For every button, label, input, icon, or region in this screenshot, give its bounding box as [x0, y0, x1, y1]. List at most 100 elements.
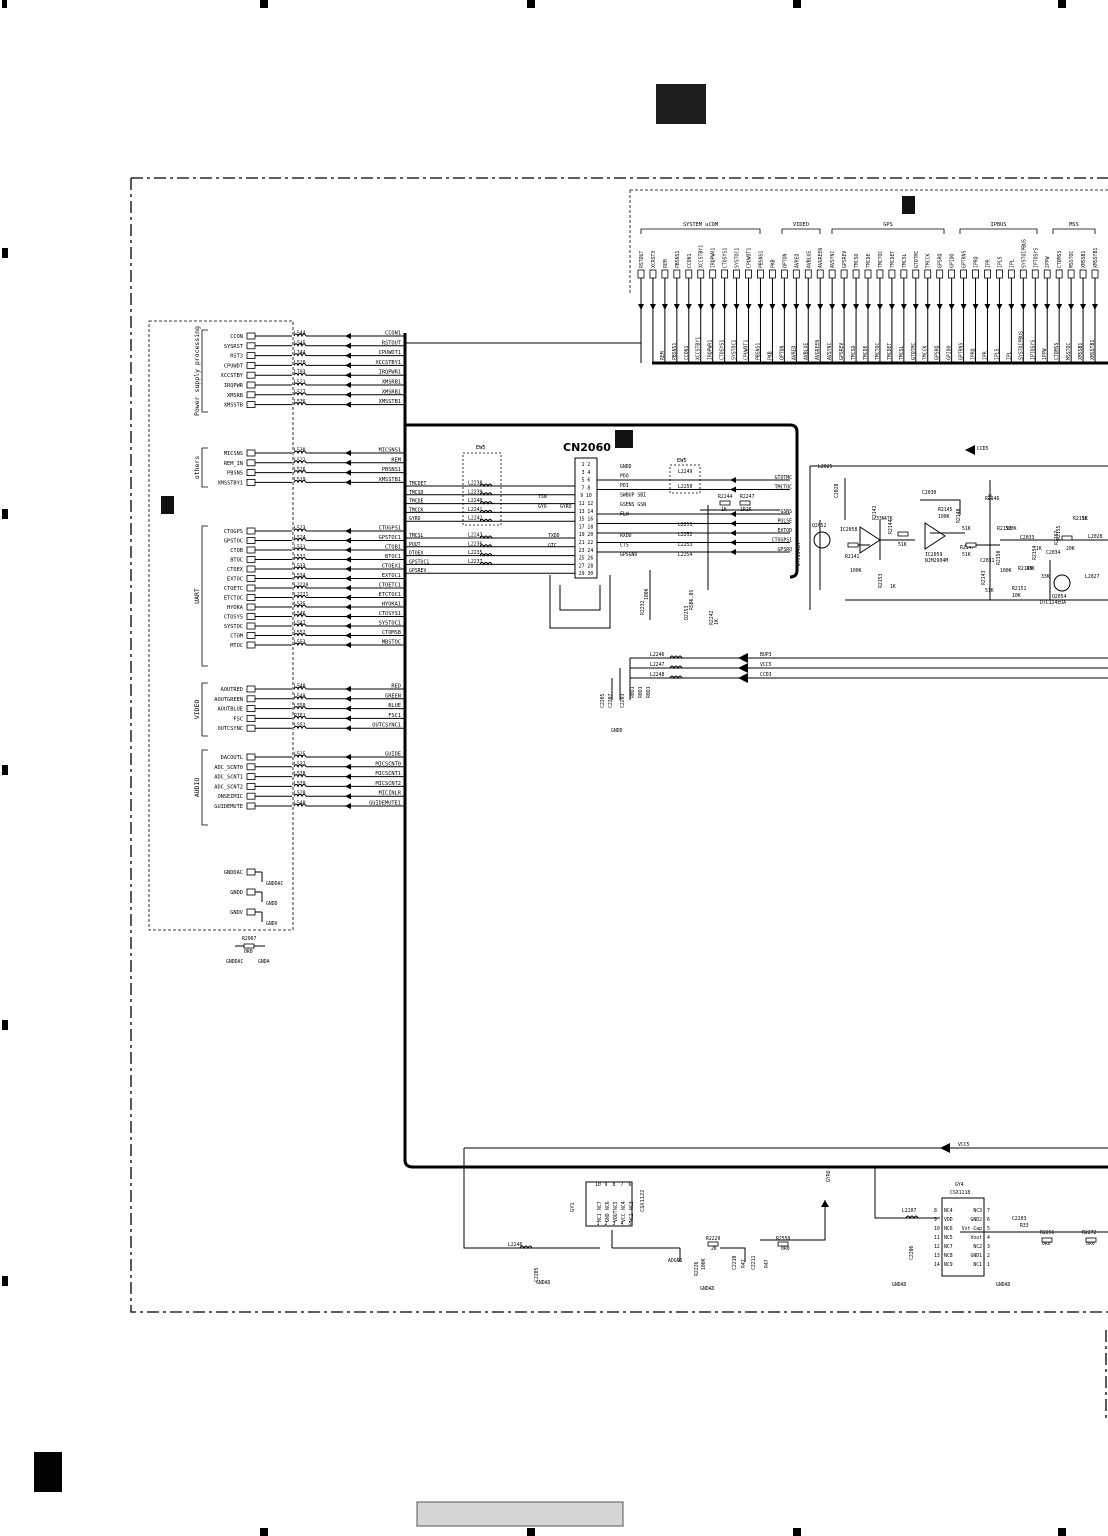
top-net-label: PBSNS1 — [672, 343, 678, 360]
amp-component-label: 1K — [890, 584, 896, 590]
video-signal-arrow — [345, 695, 351, 702]
top-net-label: TMCSD — [851, 345, 857, 360]
top-signal-arrow — [996, 304, 1003, 310]
amp-component-label: R2142 — [872, 505, 878, 520]
uart-pin-box — [246, 565, 256, 573]
ground-pin-box — [246, 888, 256, 896]
cn-pin-number: 27 28 — [579, 563, 594, 569]
top-net-label: IPR — [982, 351, 988, 360]
audio-inductor — [293, 803, 307, 808]
top-pin-box — [864, 269, 872, 279]
top-pin-box — [972, 269, 979, 279]
amp-resistor — [965, 542, 977, 548]
gy1-pin-label: NC2 — [629, 1213, 635, 1222]
others-pin-box — [246, 459, 256, 467]
audio-pin-box — [246, 763, 256, 771]
gy4-left-num: 11 — [934, 1235, 940, 1241]
gy1-inductor — [519, 1245, 533, 1250]
top-pin-box — [733, 269, 740, 279]
video-pin-box — [246, 715, 256, 722]
audio-pin-label: ADC_SCNT1 — [214, 775, 243, 781]
ground-net-label: GNDV — [266, 921, 278, 927]
amp-component-label: 10K — [1012, 593, 1021, 599]
resistor-r2550 — [777, 1241, 789, 1247]
small-component-label: R0D1 — [630, 686, 636, 698]
top-signal-arrow — [912, 304, 919, 310]
top-net-label: CCON1 — [684, 345, 690, 360]
uart-pin-box — [246, 546, 256, 554]
gy4-cap: C2206 — [909, 1245, 915, 1260]
uart-net-label: CTOB1 — [385, 545, 401, 551]
top-signal-arrow — [1068, 304, 1075, 310]
uart-signal-arrow — [345, 632, 351, 639]
top-pin-label: IPL — [1009, 259, 1015, 268]
uart-pin-box — [246, 584, 256, 592]
ground-net-label: GNDDAC — [266, 881, 283, 887]
cn-pin-number: 9 10 — [580, 493, 592, 499]
cn-left-inductor — [479, 553, 493, 557]
top-pin-box — [912, 269, 920, 279]
uart-inductor — [293, 642, 307, 647]
top-signal-arrow — [984, 304, 991, 310]
cn-pin-number: 17 18 — [579, 524, 594, 530]
power-pin-box — [246, 371, 256, 379]
rail-arrow-ccd3 — [738, 673, 748, 683]
top-signal-arrow — [876, 304, 883, 310]
audio-inductor — [293, 793, 307, 798]
cn-block-marker — [615, 430, 633, 448]
amp-component-label: R2151 — [1012, 586, 1027, 592]
small-component-label: 100K — [644, 588, 650, 600]
top-signal-arrow — [1092, 304, 1098, 310]
cn-mid-label: GTC — [548, 543, 557, 549]
uart-pin-label: CTOSYS — [224, 615, 243, 621]
power-signal-arrow — [345, 352, 351, 359]
uart-pin-label: SYSTOC — [224, 624, 243, 630]
uart-pin-box — [246, 594, 256, 601]
gy4-left-num: 10 — [934, 1226, 940, 1232]
top-pin-box — [745, 269, 752, 279]
video-pin-label: FSC — [233, 716, 243, 722]
top-pin-box — [780, 269, 788, 279]
cn-right-arrow — [730, 530, 736, 536]
top-pin-label: GPSREV — [842, 251, 848, 268]
power-rail-label: BUP3 — [760, 652, 772, 658]
top-signal-arrow — [673, 304, 680, 310]
uart-signal-arrow — [345, 623, 351, 629]
cn-right-net-label: EXTOD — [778, 528, 793, 534]
uart-group-label: UART — [193, 588, 201, 604]
amp-component-label: 20K — [1066, 546, 1075, 552]
gy1-coil: L2246 — [508, 1242, 523, 1248]
cn-left-coil-label: L2241 — [468, 507, 483, 513]
uart-pin-label: MTOC — [230, 643, 243, 649]
cn-pin-number: 7 8 — [582, 485, 591, 491]
power-signal-arrow — [345, 333, 351, 339]
top-net-label: TMCDE — [863, 345, 869, 360]
r-pair-v1: 1K — [721, 507, 727, 513]
top-pin-box — [996, 269, 1003, 279]
amp-component-label: C2034 — [1046, 550, 1061, 556]
audio-inductor — [293, 754, 307, 759]
cn-pin-number: 5 6 — [582, 478, 591, 484]
top-signal-arrow — [865, 304, 871, 310]
top-signal-arrow — [900, 304, 907, 310]
sheet-corner-marker — [34, 1452, 62, 1492]
video-net-label: GREEN — [385, 693, 401, 699]
cn-left-net-label: TMCDE — [409, 499, 424, 505]
cn-right-coil-label: L2254 — [678, 552, 693, 558]
top-signal-arrow — [697, 304, 704, 310]
opamp-ic2058 — [859, 526, 881, 554]
video-net-label: FSC1 — [388, 713, 401, 719]
gy4-right-num: 4 — [987, 1235, 990, 1241]
video-coil-label: R761 — [294, 713, 306, 719]
gy4-coil: L2207 — [902, 1208, 917, 1214]
others-group-label: others — [193, 456, 201, 480]
gy4-component-label: GNDAD — [996, 1282, 1011, 1288]
amp-component-label: 51K — [898, 542, 907, 548]
cn2060-body — [574, 457, 598, 579]
video-inductor — [293, 686, 307, 691]
top-pin-box — [888, 269, 896, 279]
rail-arrow-vcc5 — [738, 663, 748, 673]
gyro-component-label: 2K — [711, 1246, 717, 1252]
video-inductor — [293, 725, 307, 730]
audio-inductor — [293, 774, 307, 778]
